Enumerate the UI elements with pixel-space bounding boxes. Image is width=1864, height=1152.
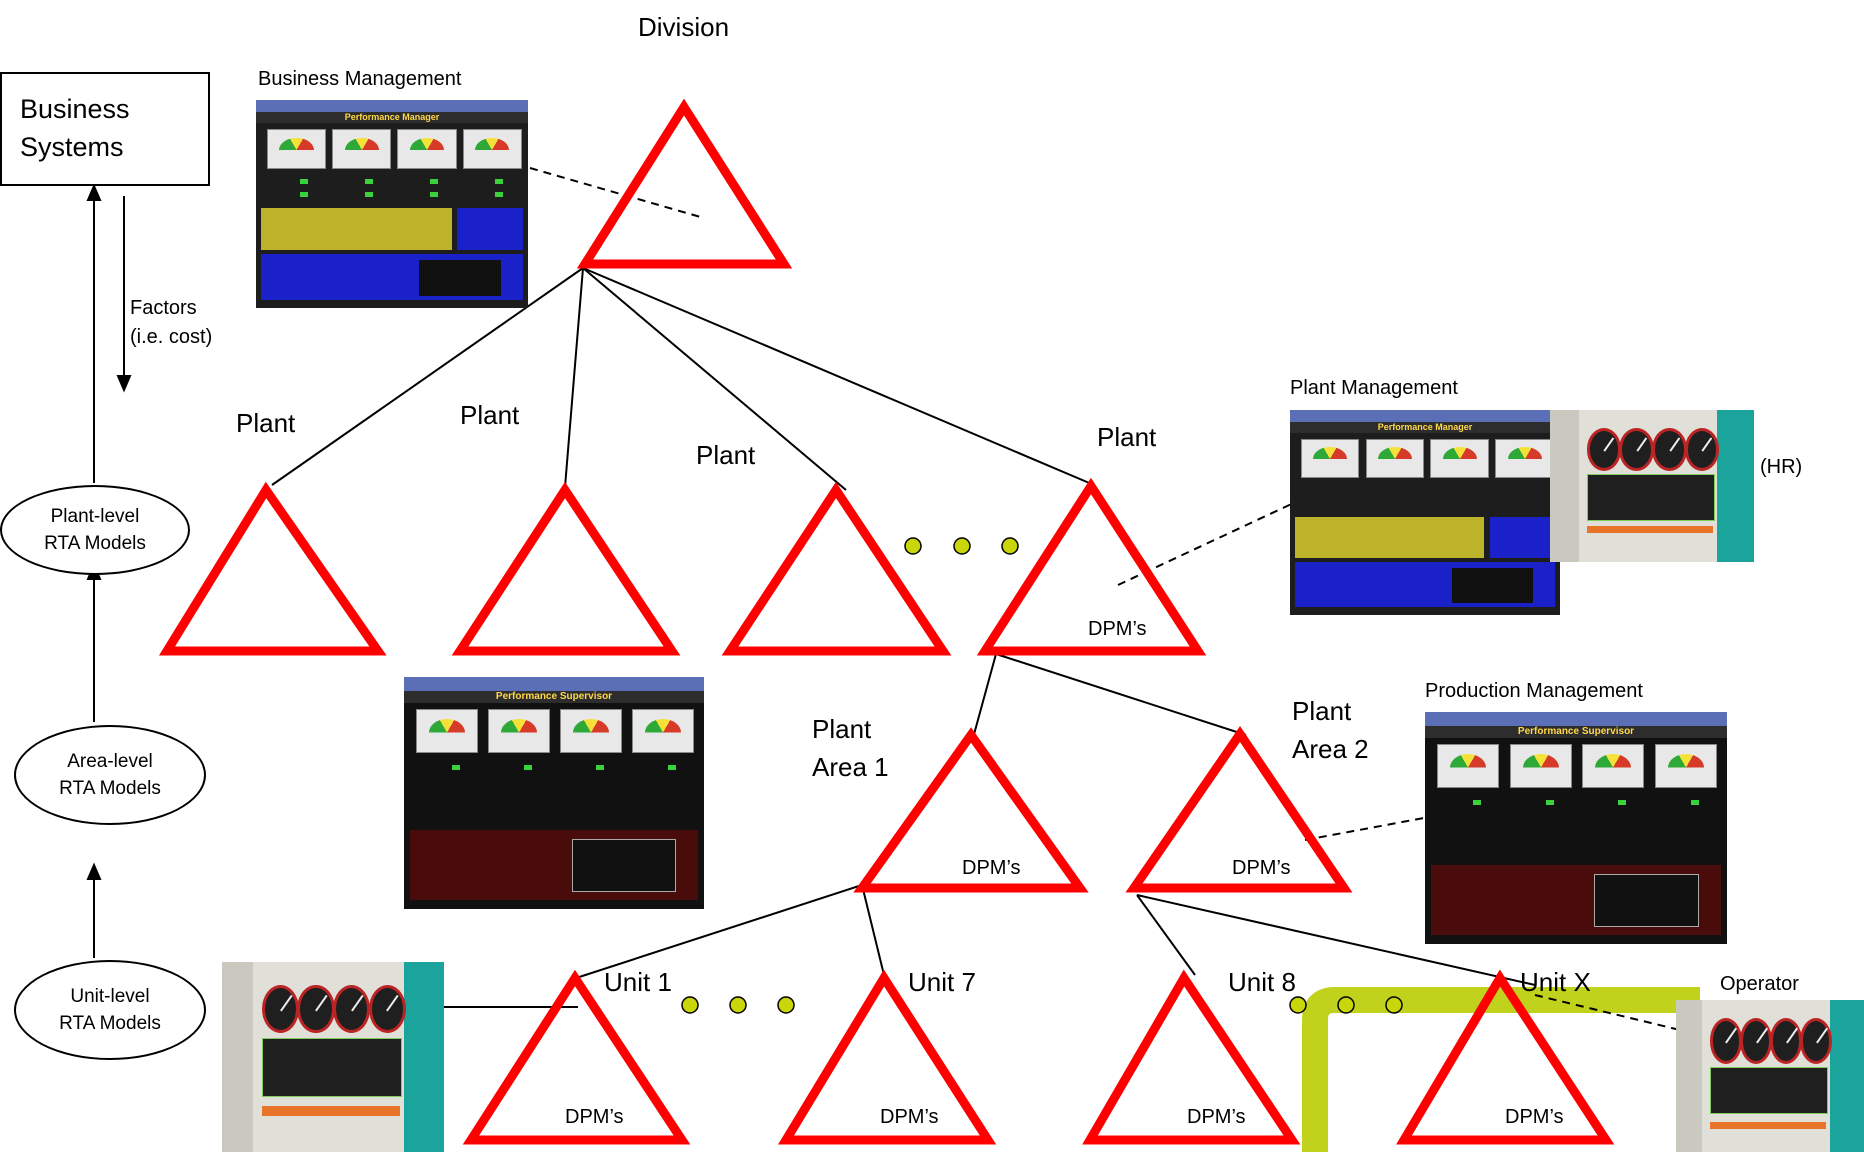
division-triangle <box>576 98 793 269</box>
business-management-screenshot: Performance Manager <box>256 100 528 308</box>
unit-operator-screenshot <box>222 962 444 1152</box>
ellipsis-dots <box>681 537 1403 1014</box>
connector-lines <box>271 267 1536 1008</box>
hr-label: (HR) <box>1760 456 1803 478</box>
dpm-label-unit-x: DPM’s <box>1505 1106 1564 1128</box>
unit-triangle-3 <box>1082 969 1301 1145</box>
triangles <box>158 98 1615 1145</box>
dpm-label-unit-1: DPM’s <box>565 1106 624 1128</box>
operator-label: Operator <box>1720 973 1799 995</box>
dpm-label-area-2: DPM’s <box>1232 857 1291 879</box>
dpm-label-unit-7: DPM’s <box>880 1106 939 1128</box>
dpm-label-plant-4: DPM’s <box>1088 618 1147 640</box>
area-supervisor-screenshot: Performance Supervisor <box>404 677 704 909</box>
plant-label-2: Plant <box>460 400 520 430</box>
plant-management-label: Plant Management <box>1290 377 1458 399</box>
plant-triangle-2 <box>451 481 681 656</box>
business-systems-box: Business Systems <box>0 72 210 186</box>
factors-label: Factors (i.e. cost) <box>130 297 213 348</box>
business-management-label: Business Management <box>258 68 462 90</box>
hr-screenshot <box>1550 410 1754 562</box>
unit-triangle-1 <box>462 969 691 1145</box>
dpm-label-unit-8: DPM’s <box>1187 1106 1246 1128</box>
dpm-label-area-1: DPM’s <box>962 857 1021 879</box>
unit-triangle-2 <box>778 969 997 1145</box>
division-title: Division <box>638 12 730 42</box>
plant-triangle-3 <box>721 481 952 656</box>
unit-label-1: Unit 1 <box>604 967 672 997</box>
business-systems-label: Business Systems <box>20 94 130 162</box>
plant-triangle-4 <box>976 477 1207 656</box>
area-triangle-2 <box>1125 726 1353 893</box>
production-management-screenshot: Performance Supervisor <box>1425 712 1727 944</box>
highlight-band <box>1302 987 1700 1152</box>
plant-label-3: Plant <box>696 440 756 470</box>
plant-triangle-1 <box>158 481 387 656</box>
plant-management-screenshot: Performance Manager <box>1290 410 1560 615</box>
area-triangle-1 <box>853 727 1089 893</box>
plant-label-4: Plant <box>1097 422 1157 452</box>
unit-label-7: Unit 7 <box>908 967 976 997</box>
plant-label-1: Plant <box>236 408 296 438</box>
unit-label-8: Unit 8 <box>1228 967 1296 997</box>
unit-triangle-4 <box>1396 969 1615 1145</box>
production-management-label: Production Management <box>1425 680 1643 702</box>
operator-screenshot <box>1676 1000 1864 1152</box>
unit-label-x: Unit X <box>1520 967 1591 997</box>
